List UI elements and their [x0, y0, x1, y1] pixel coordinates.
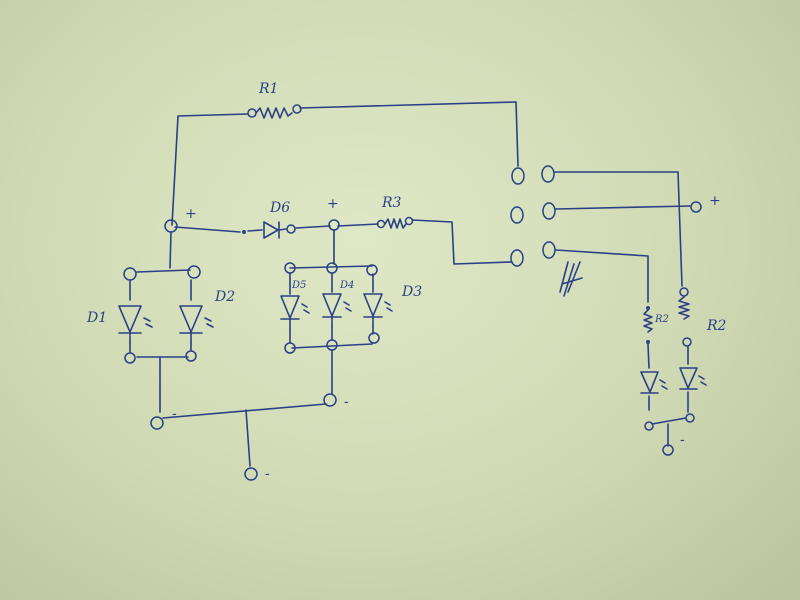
label-plus-left: + — [185, 206, 197, 222]
led-d4 — [322, 293, 352, 327]
led-d2 — [179, 305, 214, 343]
right-rail-wiring — [554, 171, 691, 303]
label-plus-mid: + — [327, 196, 339, 212]
d1-d2-wiring — [129, 231, 192, 413]
label-r3: R3 — [381, 195, 402, 211]
node-d4-bottom — [326, 339, 338, 351]
label-minus-b: - — [344, 394, 349, 410]
resistor-r3 — [376, 216, 414, 229]
label-r2: R2 — [706, 318, 727, 334]
label-minus-d: - — [680, 432, 685, 448]
connector-pin-marker — [559, 261, 583, 297]
label-d1: D1 — [86, 310, 107, 326]
node-d3-bottom — [368, 332, 380, 344]
label-r2-small: R2 — [654, 314, 669, 325]
led-d5 — [280, 295, 310, 329]
node-right-led-b-bottom — [685, 413, 695, 423]
node-plus-mid — [328, 219, 340, 231]
node-d4-top — [326, 262, 338, 274]
label-minus-c: - — [265, 466, 270, 482]
d6-r3-wire — [174, 219, 513, 265]
label-d4: D4 — [339, 280, 354, 291]
node-d1-top — [123, 267, 137, 281]
resistor-r2 — [678, 287, 692, 347]
connector-right-column — [541, 165, 556, 259]
label-plus-right: + — [709, 193, 721, 209]
label-d2: D2 — [214, 289, 235, 305]
node-d2-bottom — [185, 350, 197, 362]
label-d5: D5 — [291, 280, 306, 291]
diode-d6 — [242, 221, 296, 239]
label-r1: R1 — [258, 81, 278, 97]
label-d3: D3 — [401, 284, 422, 300]
d3-d5-wiring — [289, 229, 374, 395]
node-d2-top — [187, 265, 201, 279]
node-minus-left — [150, 416, 164, 430]
led-right-b — [679, 367, 707, 390]
node-minus-right — [662, 444, 674, 456]
node-d5-top — [284, 262, 296, 274]
node-d1-bottom — [124, 352, 136, 364]
label-minus-a: - — [172, 406, 177, 422]
node-minus-bottom — [244, 467, 258, 481]
node-plus-left — [164, 219, 178, 233]
label-d6: D6 — [269, 200, 290, 216]
node-d5-bottom — [284, 342, 296, 354]
node-plus-right — [690, 201, 702, 213]
r1-branch-wire — [171, 101, 519, 226]
ground-wiring — [162, 403, 327, 467]
resistor-r2-left — [643, 306, 653, 344]
led-d1 — [118, 305, 153, 343]
led-right-a — [640, 371, 668, 394]
node-right-led-a-bottom — [644, 421, 654, 431]
node-d3-top — [366, 264, 378, 276]
resistor-r1 — [247, 104, 302, 119]
connector-left-column — [510, 167, 525, 267]
right-led-wiring — [647, 343, 689, 447]
led-d3 — [363, 293, 393, 327]
node-minus-mid — [323, 393, 337, 407]
